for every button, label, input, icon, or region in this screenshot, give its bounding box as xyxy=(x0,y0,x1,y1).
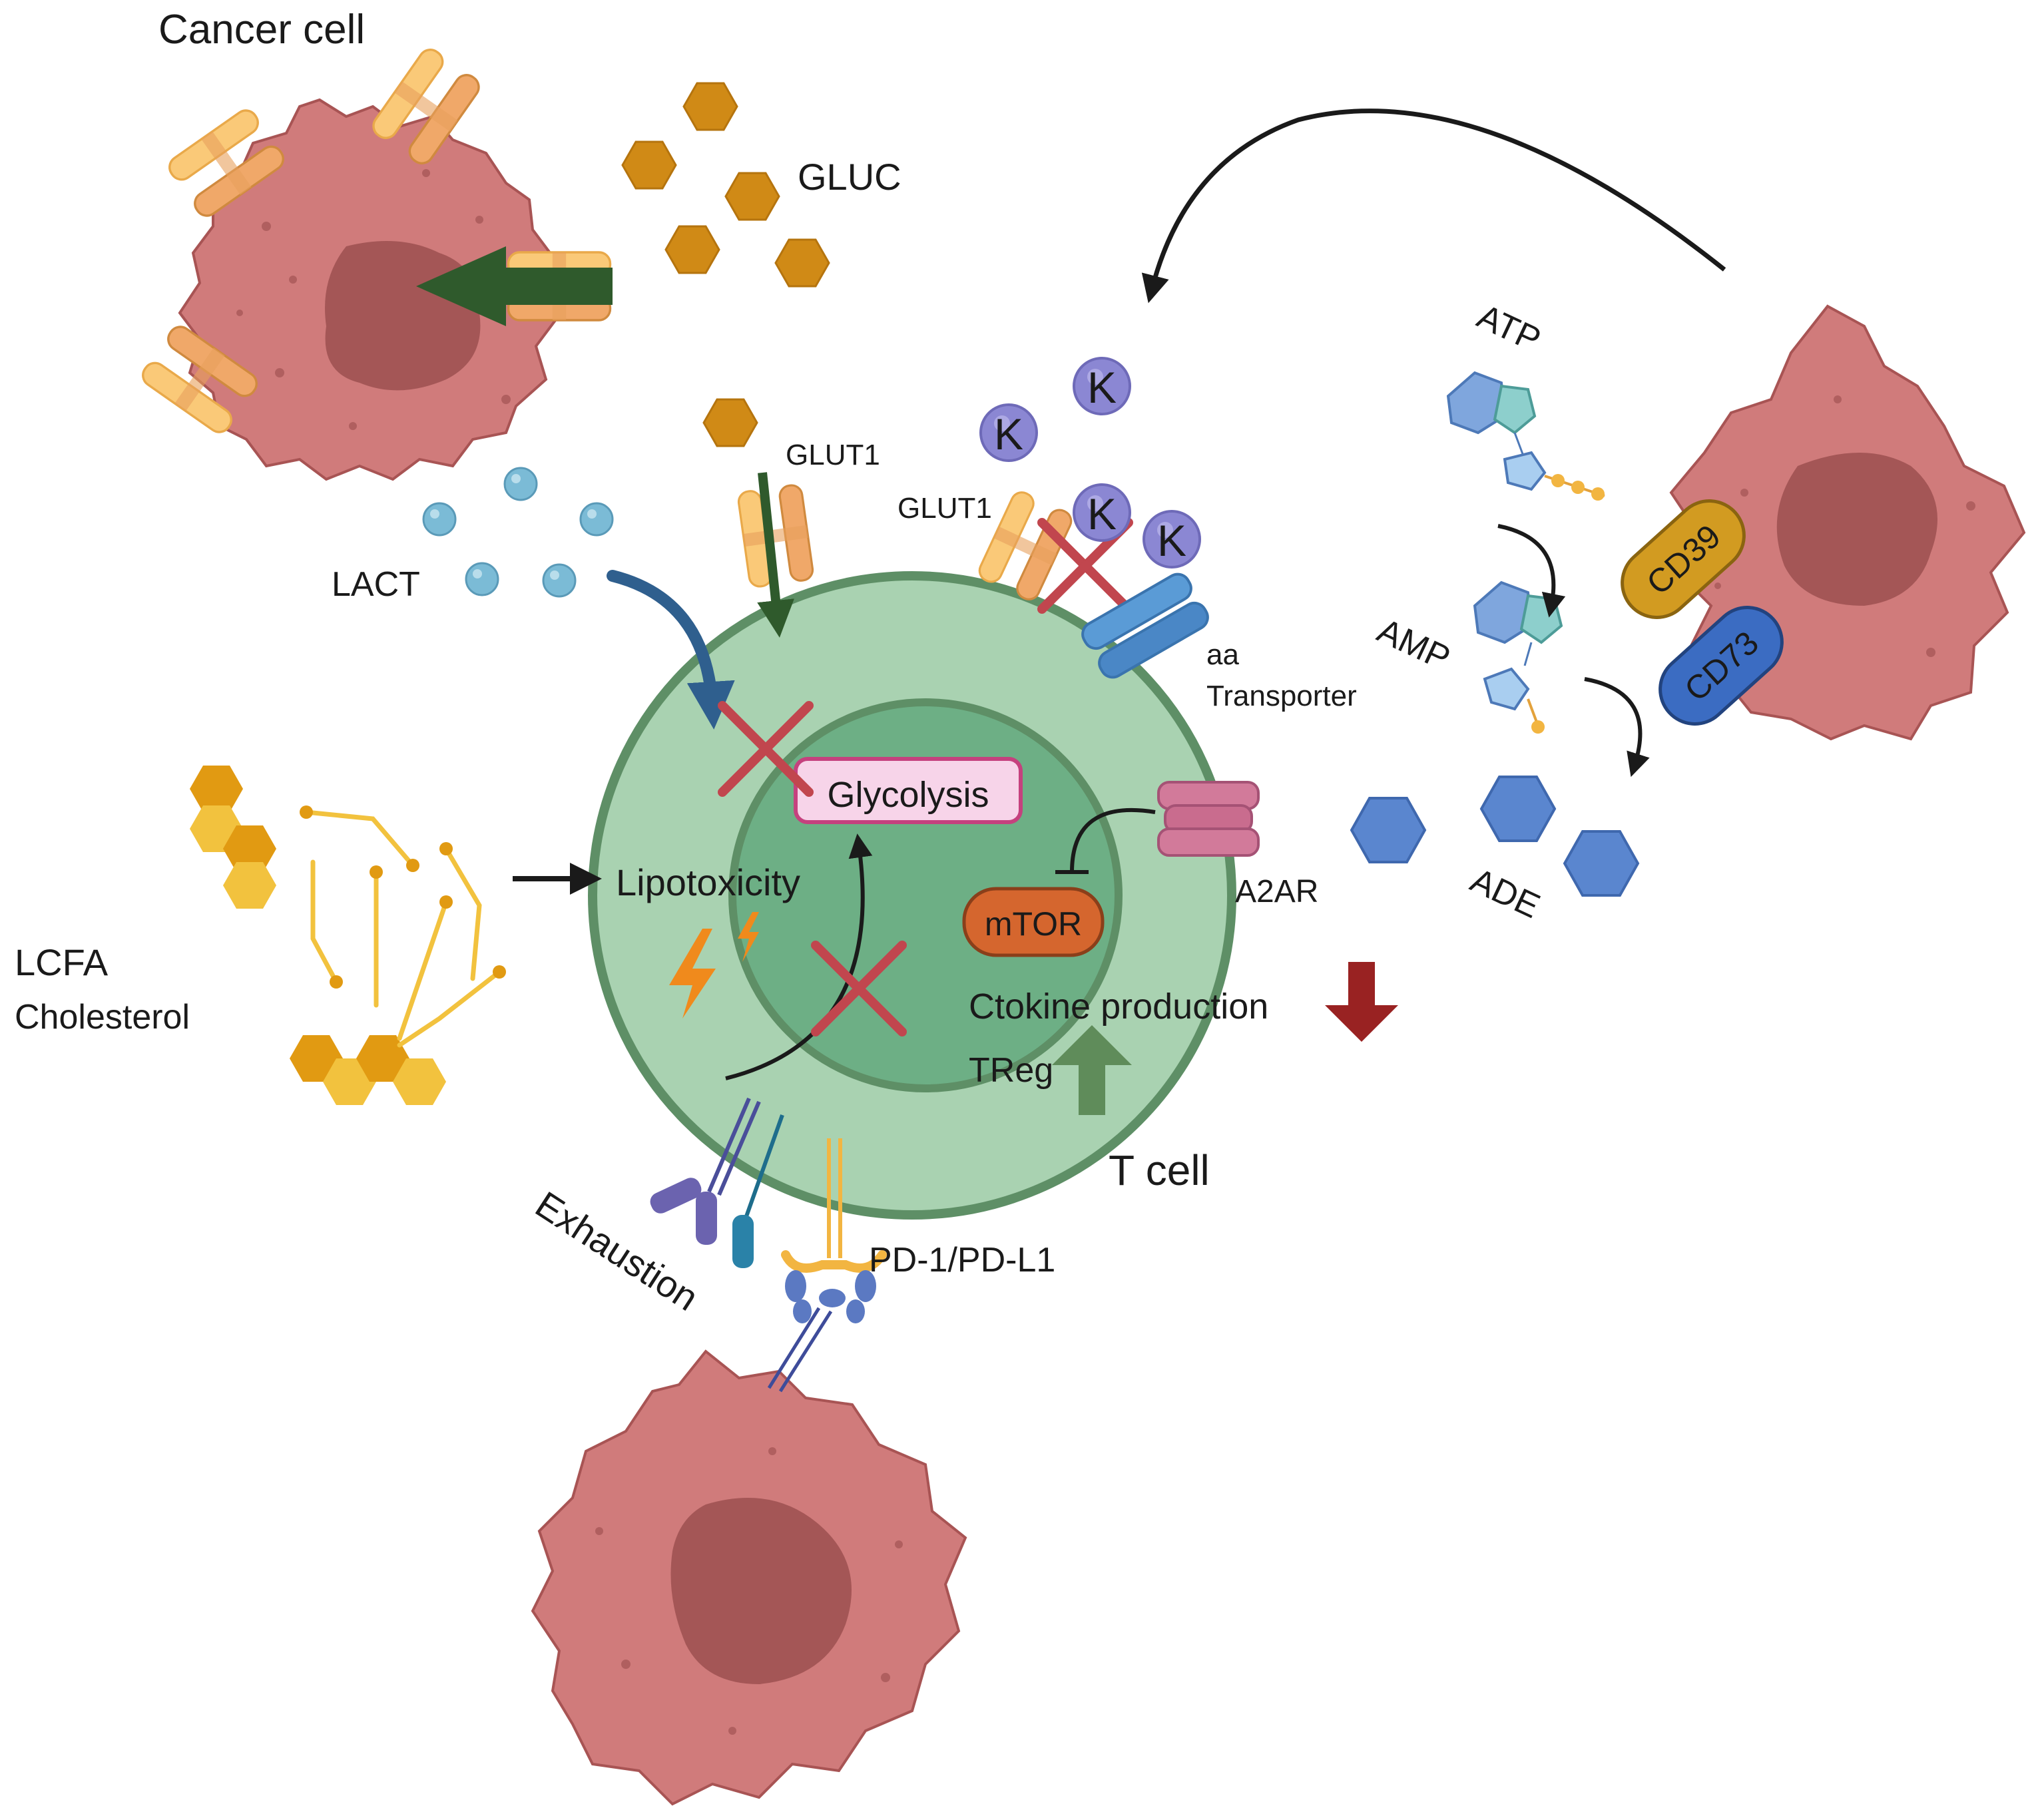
lightning-icon xyxy=(669,912,759,1019)
glut1-label-left: GLUT1 xyxy=(786,439,880,471)
lact-label: LACT xyxy=(332,565,420,604)
cancer-cell-top xyxy=(137,44,613,481)
amp-label: AMP xyxy=(1372,611,1456,678)
lcfa-label: LCFA xyxy=(15,941,109,983)
gluc-label: GLUC xyxy=(798,156,901,198)
cancer-cell-label: Cancer cell xyxy=(158,7,365,53)
cholesterol-label: Cholesterol xyxy=(15,998,190,1036)
ade-label: ADE xyxy=(1465,861,1545,926)
potassium-label: K xyxy=(994,409,1023,459)
potassium-label: K xyxy=(1087,489,1117,539)
potassium-label: K xyxy=(1157,516,1186,565)
exhaustion-receptors xyxy=(650,1097,887,1393)
a2ar-label: A2AR xyxy=(1235,874,1318,909)
lactate-uptake-arrow xyxy=(607,570,735,730)
cytokine-down-arrow xyxy=(1325,962,1398,1042)
amp-molecule-icon xyxy=(1473,580,1563,734)
a2ar-inhibits-mtor xyxy=(1070,807,1156,873)
t-cell-label: T cell xyxy=(1109,1146,1210,1194)
glucose-molecules xyxy=(621,82,830,447)
amp-to-ade-arrow xyxy=(1584,677,1650,778)
mtor-label: mTOR xyxy=(985,905,1082,943)
a2ar-receptor xyxy=(1157,781,1260,857)
glycolysis-label: Glycolysis xyxy=(827,775,989,815)
cytokine-production-label: Ctokine production xyxy=(969,987,1268,1026)
feedback-arc-arrow xyxy=(1141,109,1726,304)
potassium-label: K xyxy=(1087,363,1117,412)
glycolysis-box xyxy=(794,757,1023,824)
glut1-transporter-left xyxy=(736,472,816,638)
cancer-cell-bottom xyxy=(531,1349,967,1806)
cd39-enzyme xyxy=(1621,499,1746,619)
pd1-pdl1-label: PD-1/PD-L1 xyxy=(869,1241,1055,1279)
aa-transporter xyxy=(1081,572,1209,679)
atp-to-amp-arrow xyxy=(1497,524,1566,618)
cd73-enzyme xyxy=(1659,606,1784,726)
atp-label: ATP xyxy=(1471,297,1547,359)
mtor-pill xyxy=(962,887,1105,957)
potassium-ions: K K K K xyxy=(979,357,1201,568)
lactate-molecules xyxy=(422,467,614,598)
atp-molecule-icon xyxy=(1446,371,1605,501)
aa-transporter-label-line1: aa xyxy=(1206,638,1239,671)
glut1-label-right: GLUT1 xyxy=(897,492,992,525)
lipotoxicity-label: Lipotoxicity xyxy=(616,861,800,903)
lipid-molecules-icon xyxy=(190,766,506,1105)
treg-up-arrow xyxy=(1052,1025,1132,1115)
aa-transporter-label-line2: Transporter xyxy=(1206,680,1357,712)
recovery-arrow xyxy=(725,833,873,1080)
treg-label: TReg xyxy=(969,1051,1053,1090)
